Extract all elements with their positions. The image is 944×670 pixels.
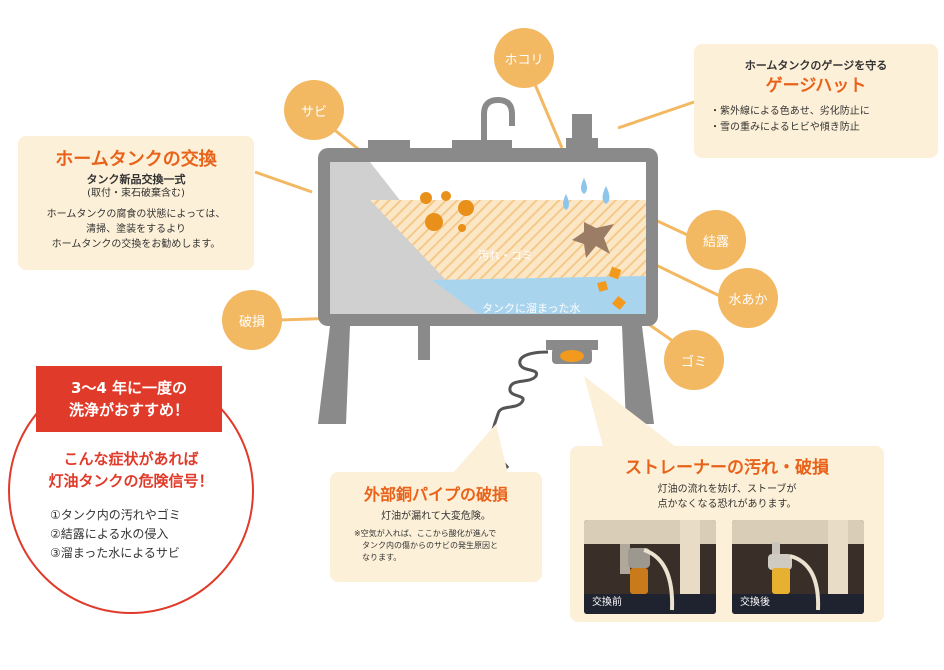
water-label: タンクに溜まった水 — [482, 302, 581, 315]
replacement-subtitle: タンク新品交換一式 — [86, 173, 186, 186]
photo-before-caption: 交換前 — [592, 597, 622, 608]
strainer-line: 点かなくなる恐れがあります。 — [657, 499, 797, 510]
bubble-damage: 破損 — [222, 290, 282, 350]
cleaning-item: ③溜まった水によるサビ — [50, 546, 180, 560]
cleaning-item: ②結露による水の侵入 — [50, 527, 169, 541]
cleaning-banner: 3〜4 年に一度の 洗浄がおすすめ！ — [36, 366, 222, 432]
gauge-item: ・雪の重みによるヒビや傾き防止 — [710, 122, 860, 133]
pipe-note: ※空気が入れば、ここから酸化が進んで — [354, 529, 497, 538]
photo-after-caption: 交換後 — [740, 597, 770, 608]
replacement-title: ホームタンクの交換 — [55, 149, 217, 170]
replacement-card: ホームタンクの交換 タンク新品交換一式 (取付・束石破棄含む) ホームタンクの腐… — [18, 136, 254, 270]
strainer-title: ストレーナーの汚れ・破損 — [625, 458, 829, 478]
replacement-subnote: (取付・束石破棄含む) — [87, 188, 185, 199]
photo-after: 交換後 — [732, 520, 864, 614]
pipe-card: 外部銅パイプの破損 灯油が漏れて大変危険。 ※空気が入れば、ここから酸化が進んで… — [330, 472, 542, 582]
pipe-note: タンク内の傷からのサビの発生原因と — [354, 541, 498, 550]
gauge-title: ゲージハット — [765, 76, 867, 96]
pipe-title: 外部銅パイプの破損 — [363, 485, 508, 504]
cleaning-item: ①タンク内の汚れやゴミ — [50, 508, 181, 522]
bubble-dust: ホコリ — [494, 28, 554, 88]
strainer-line: 灯油の流れを妨げ、ストーブが — [657, 484, 797, 495]
bubble-scale: 水あか — [718, 268, 778, 328]
replacement-line: 清掃、塗装をするより — [86, 224, 186, 235]
photo-before: 交換前 — [584, 520, 716, 614]
pipe-note: なります。 — [354, 553, 402, 562]
cleaning-heading-1: こんな症状があれば — [63, 450, 199, 468]
gauge-pre: ホームタンクのゲージを守る — [744, 59, 888, 72]
replacement-line: ホームタンクの腐食の状態によっては、 — [46, 209, 226, 220]
banner-line-1: 3〜4 年に一度の — [70, 379, 188, 397]
pipe-text: 灯油が漏れて大変危険。 — [381, 511, 491, 522]
dirt-label: 汚れ・ゴミ — [478, 249, 533, 262]
gauge-hat-card: ホームタンクのゲージを守る ゲージハット ・紫外線による色あせ、劣化防止に ・雪… — [694, 44, 938, 158]
cleaning-heading-2: 灯油タンクの危険信号！ — [48, 472, 214, 490]
banner-line-2: 洗浄がおすすめ！ — [68, 401, 189, 419]
bubble-trash: ゴミ — [664, 330, 724, 390]
gauge-item: ・紫外線による色あせ、劣化防止に — [710, 106, 870, 117]
replacement-line: ホームタンクの交換をお勧めします。 — [51, 239, 221, 250]
bubble-rust: サビ — [284, 80, 344, 140]
bubble-condensation: 結露 — [686, 210, 746, 270]
